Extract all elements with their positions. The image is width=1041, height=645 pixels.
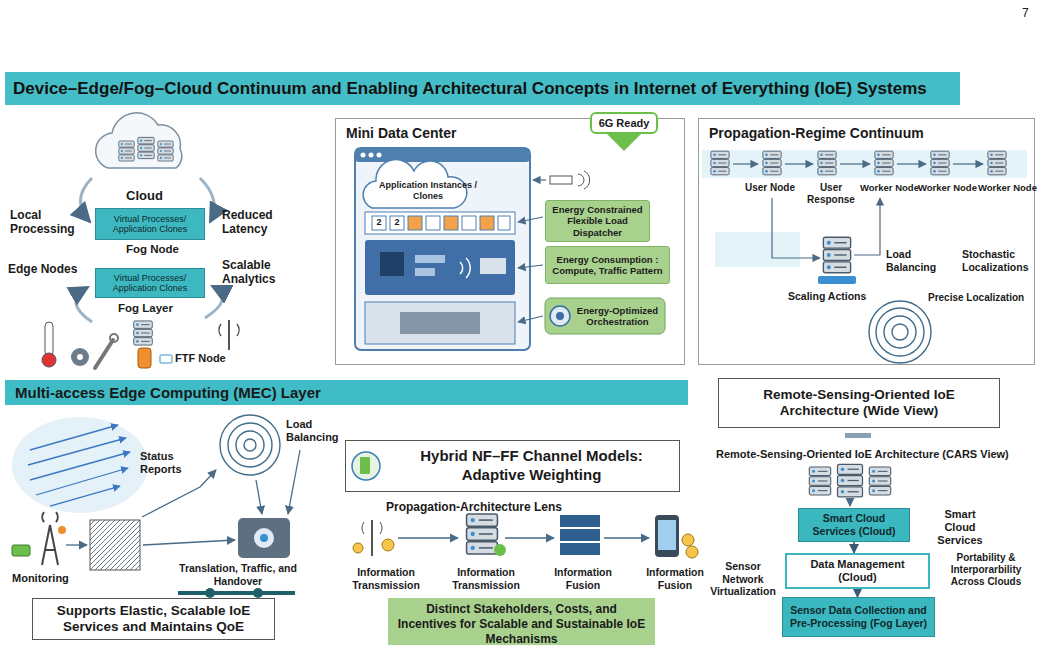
node-text: Distinct Stakeholders, Costs, and Incent… <box>396 602 647 645</box>
text-label: Application Instances / Clones <box>368 180 488 202</box>
node-text: Multi-access Edge Computing (MEC) Layer <box>15 384 321 401</box>
text-label: Worker Node <box>978 182 1037 193</box>
process-box: Virtual Processes/ Application Clones <box>95 208 205 240</box>
text-label: Local Processing <box>10 208 80 237</box>
text-label: User Node <box>745 182 795 194</box>
node-text: Propagation-Regime Continuum <box>709 125 924 141</box>
service-box: Sensor Data Collection and Pre-Processin… <box>782 597 935 637</box>
page-number: 7 <box>1022 6 1029 20</box>
note-box: Distinct Stakeholders, Costs, and Incent… <box>388 598 655 645</box>
text-label: Translation, Traffic, and Handover <box>178 562 298 587</box>
node-text: Hybrid NF–FF Channel Models: Adaptive We… <box>392 447 671 485</box>
text-label: Smart Cloud Services <box>928 508 992 548</box>
text-label: Information Transmission <box>345 566 427 591</box>
text-label: Worker Node <box>860 182 919 193</box>
process-box: Virtual Processes/ Application Clones <box>95 268 205 298</box>
text-label: 2 <box>372 217 386 228</box>
text-label: Status Reports <box>140 450 196 476</box>
energy-box: Energy-Optimized Orchestration <box>545 298 665 334</box>
panel-frame: Mini Data Center 6G ReadyEnergy Constrain… <box>335 118 685 365</box>
node-text: 6G Ready <box>599 117 650 129</box>
node-text: Energy Constrained Flexible Load Dispatc… <box>551 204 644 238</box>
note-box: Supports Elastic, Scalable IoE Services … <box>32 598 275 640</box>
section-band: Multi-access Edge Computing (MEC) Layer <box>5 380 688 405</box>
note-box: Remote-Sensing-Oriented IoE Architecture… <box>718 378 1000 428</box>
text-label: Scaling Actions <box>788 290 866 303</box>
connector-arrow <box>853 542 855 553</box>
panel-frame: Propagation-Regime Continuum <box>698 118 1035 365</box>
text-label: Information Fusion <box>637 566 713 591</box>
badge: 6G Ready <box>590 112 658 134</box>
node-text: Supports Elastic, Scalable IoE Services … <box>41 603 266 635</box>
text-label: Monitoring <box>12 572 69 585</box>
text-label: Precise Localization <box>928 292 1024 304</box>
node-text: Virtual Processes/ Application Clones <box>100 214 200 235</box>
text-label: Load Balancing <box>886 248 944 273</box>
node-text: Remote-Sensing-Oriented IoE Architecture… <box>727 387 991 419</box>
model-box: Hybrid NF–FF Channel Models: Adaptive We… <box>345 440 680 492</box>
text-label: Load Balancing <box>286 418 346 444</box>
text-label: Portability & Interporarbility Across Cl… <box>934 552 1038 588</box>
node-text: Energy-Optimized Orchestration <box>575 305 660 328</box>
text-label: Fog Node <box>126 243 179 257</box>
text-label: Sensor Network Virtualization <box>704 560 782 598</box>
text-label: Propagation-Architecture Lens <box>386 500 562 514</box>
text-label: FTF Node <box>175 352 226 365</box>
text-label: Worker Node <box>918 182 977 193</box>
energy-box: Energy Consumption : Compute, Traffic Pa… <box>545 246 670 284</box>
text-label: Reduced Latency <box>222 208 286 237</box>
text-label: Information Transmission <box>445 566 527 591</box>
text-label: Edge Nodes <box>8 262 77 276</box>
text-label: Scalable Analytics <box>222 258 294 287</box>
title-text: Device–Edge/Fog–Cloud Continuum and Enab… <box>5 72 960 105</box>
service-box: Data Management (Cloud) <box>785 553 930 589</box>
text-label: Cloud <box>126 188 163 204</box>
text-label: Stochastic Localizations <box>962 248 1036 273</box>
node-text: Smart Cloud Services (Cloud) <box>805 512 903 537</box>
node-text: Mini Data Center <box>346 125 456 141</box>
node-text: Energy Consumption : Compute, Traffic Pa… <box>551 254 664 277</box>
text-label: User Response <box>806 182 856 206</box>
node-text: Sensor Data Collection and Pre-Processin… <box>789 604 928 629</box>
text-label: Remote-Sensing-Oriented IoE Architecture… <box>716 448 1009 461</box>
text-label: 2 <box>390 217 404 228</box>
text-label: Information Fusion <box>545 566 621 591</box>
service-box: Smart Cloud Services (Cloud) <box>798 508 910 542</box>
node-text: Virtual Processes/ Application Clones <box>100 273 200 294</box>
node-text: Data Management (Cloud) <box>793 558 922 584</box>
text-label: Fog Layer <box>118 302 173 316</box>
energy-box: Energy Constrained Flexible Load Dispatc… <box>545 200 650 242</box>
connector-arrow <box>857 589 859 597</box>
